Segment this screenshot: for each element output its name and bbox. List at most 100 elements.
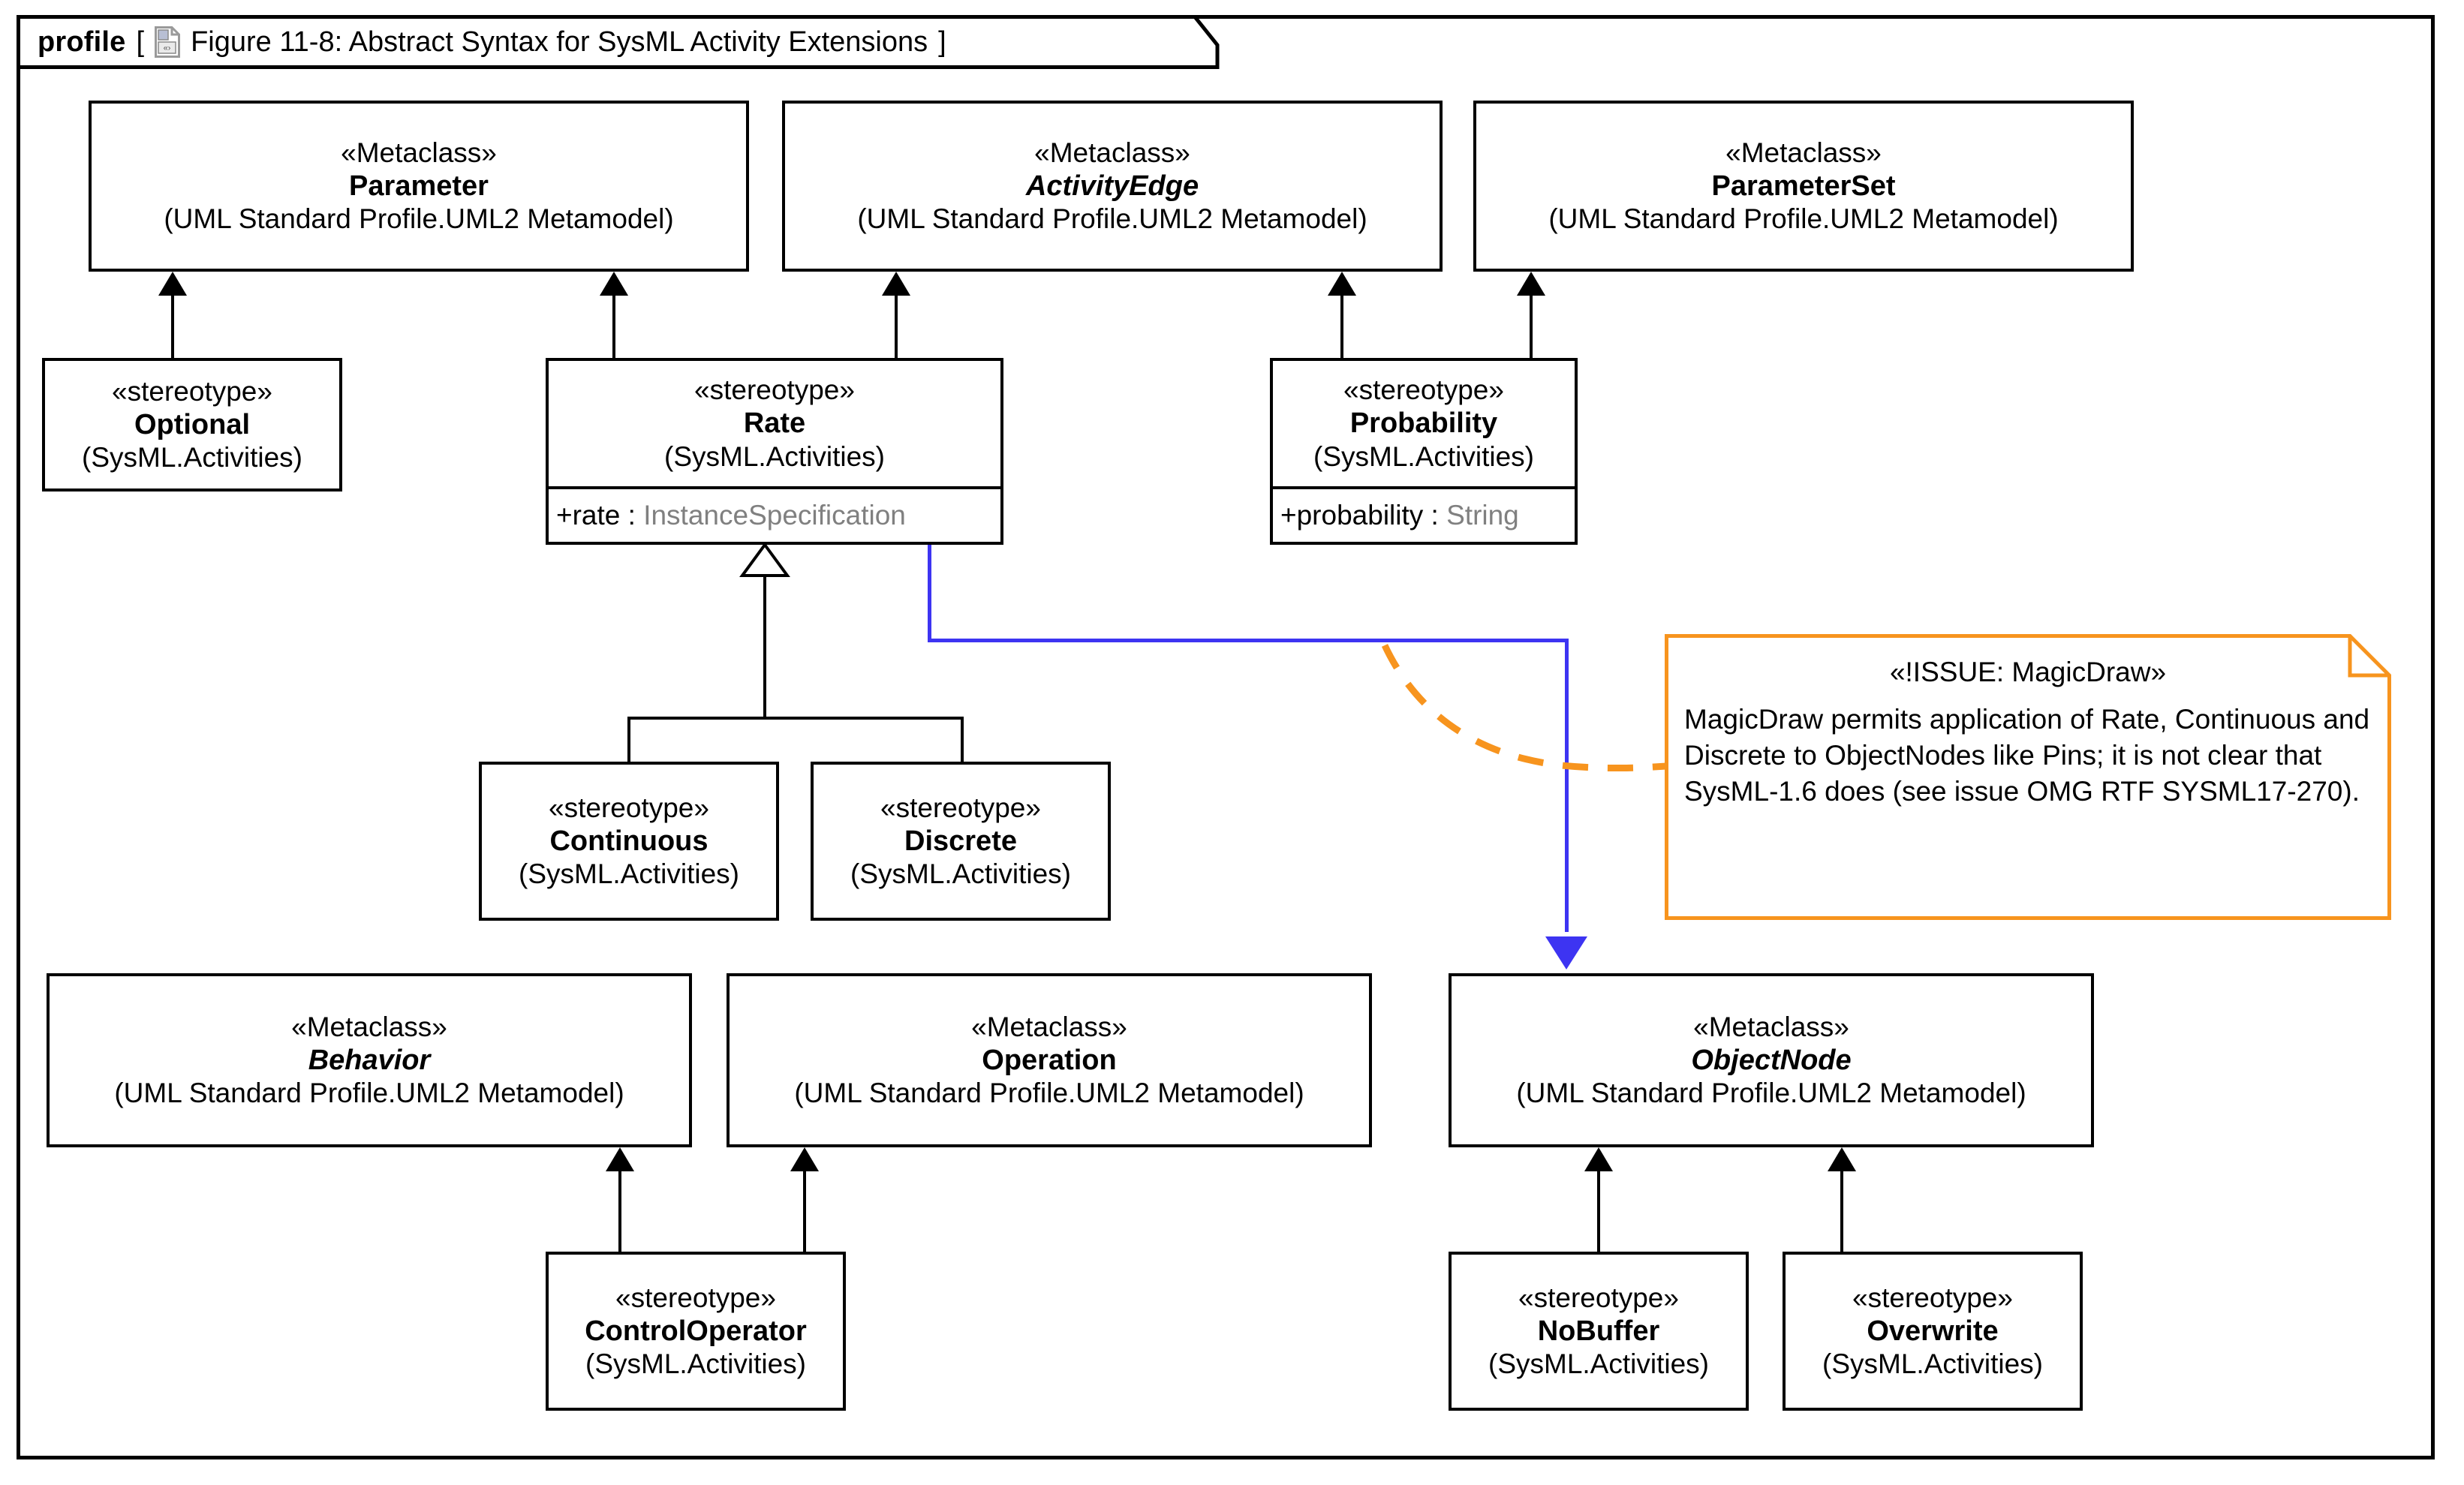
class-box-objectnode[interactable]: «Metaclass» ObjectNode (UML Standard Pro…: [1449, 973, 2094, 1147]
optional-package: (SysML.Activities): [82, 442, 302, 473]
probability-attribute-row: +probability : String: [1280, 499, 1519, 531]
arrowhead-rate-to-parameter: [600, 272, 628, 296]
connector-rate-objectnode-segment-right: [928, 639, 1569, 642]
overwrite-name-compartment: «stereotype» Overwrite (SysML.Activities…: [1786, 1255, 2080, 1408]
connector-overwrite-objectnode-line: [1840, 1171, 1843, 1253]
class-box-behavior[interactable]: «Metaclass» Behavior (UML Standard Profi…: [47, 973, 692, 1147]
note-text: MagicDraw permits application of Rate, C…: [1684, 704, 2370, 807]
class-box-nobuffer[interactable]: «stereotype» NoBuffer (SysML.Activities): [1449, 1252, 1749, 1411]
rate-name-compartment: «stereotype» Rate (SysML.Activities): [549, 361, 1000, 486]
class-box-parameter[interactable]: «Metaclass» Parameter (UML Standard Prof…: [89, 101, 749, 272]
rate-name: Rate: [743, 407, 806, 440]
frame-bracket-close: ]: [938, 26, 946, 58]
frame-tab-shape: [17, 15, 1220, 69]
optional-name-compartment: «stereotype» Optional (SysML.Activities): [45, 361, 339, 488]
parameter-name: Parameter: [349, 170, 489, 202]
operation-name: Operation: [982, 1044, 1117, 1076]
arrowhead-generalization-to-rate: [739, 543, 790, 577]
connector-optional-parameter-line: [171, 296, 174, 359]
nobuffer-package: (SysML.Activities): [1488, 1348, 1709, 1380]
class-box-rate[interactable]: «stereotype» Rate (SysML.Activities) +ra…: [546, 358, 1003, 545]
rate-attributes-compartment: +rate : InstanceSpecification: [549, 486, 1000, 542]
continuous-keyword: «stereotype»: [549, 792, 709, 823]
svg-text:«›: «›: [164, 44, 171, 53]
connector-nobuffer-objectnode-line: [1597, 1171, 1600, 1253]
connector-controloperator-operation-line: [803, 1171, 806, 1253]
optional-keyword: «stereotype»: [112, 375, 272, 407]
arrowhead-controloperator-to-operation: [790, 1147, 819, 1171]
nobuffer-name-compartment: «stereotype» NoBuffer (SysML.Activities): [1452, 1255, 1746, 1408]
behavior-name: Behavior: [308, 1044, 431, 1076]
probability-name-compartment: «stereotype» Probability (SysML.Activiti…: [1273, 361, 1575, 486]
behavior-keyword: «Metaclass»: [291, 1011, 447, 1042]
discrete-name-compartment: «stereotype» Discrete (SysML.Activities): [814, 765, 1108, 918]
probability-keyword: «stereotype»: [1343, 374, 1504, 406]
profile-frame: [17, 15, 2435, 1459]
connector-generalization-drop-discrete: [961, 717, 964, 763]
frame-kind-label: profile: [38, 26, 126, 58]
controloperator-keyword: «stereotype»: [615, 1282, 776, 1313]
class-box-parameterset[interactable]: «Metaclass» ParameterSet (UML Standard P…: [1473, 101, 2134, 272]
issue-note[interactable]: «!ISSUE: MagicDraw» MagicDraw permits ap…: [1665, 634, 2391, 920]
objectnode-name: ObjectNode: [1691, 1044, 1852, 1076]
probability-attributes-compartment: +probability : String: [1273, 486, 1575, 542]
class-box-activityedge[interactable]: «Metaclass» ActivityEdge (UML Standard P…: [782, 101, 1443, 272]
arrowhead-overwrite-to-objectnode: [1828, 1147, 1856, 1171]
class-box-optional[interactable]: «stereotype» Optional (SysML.Activities): [42, 358, 342, 491]
controloperator-name-compartment: «stereotype» ControlOperator (SysML.Acti…: [549, 1255, 843, 1408]
rate-attribute-name: +rate :: [556, 499, 644, 531]
connector-generalization-stem: [763, 575, 766, 719]
parameter-name-compartment: «Metaclass» Parameter (UML Standard Prof…: [92, 104, 746, 269]
behavior-package: (UML Standard Profile.UML2 Metamodel): [114, 1078, 624, 1109]
connector-probability-activityedge-line: [1340, 296, 1343, 359]
note-heading: «!ISSUE: MagicDraw»: [1889, 657, 2167, 687]
overwrite-keyword: «stereotype»: [1852, 1282, 2013, 1313]
overwrite-name: Overwrite: [1867, 1315, 1999, 1347]
class-box-continuous[interactable]: «stereotype» Continuous (SysML.Activitie…: [479, 762, 779, 921]
continuous-name: Continuous: [549, 825, 709, 857]
parameterset-keyword: «Metaclass»: [1725, 137, 1882, 168]
behavior-name-compartment: «Metaclass» Behavior (UML Standard Profi…: [50, 976, 689, 1144]
overwrite-package: (SysML.Activities): [1822, 1348, 2043, 1380]
nobuffer-name: NoBuffer: [1537, 1315, 1660, 1347]
connector-rate-parameter-line: [612, 296, 615, 359]
objectnode-package: (UML Standard Profile.UML2 Metamodel): [1516, 1078, 2026, 1109]
class-box-overwrite[interactable]: «stereotype» Overwrite (SysML.Activities…: [1783, 1252, 2083, 1411]
controloperator-package: (SysML.Activities): [585, 1348, 806, 1380]
connector-rate-activityedge-line: [895, 296, 898, 359]
rate-attribute-type: InstanceSpecification: [643, 499, 906, 531]
connector-rate-objectnode-segment-down2: [1565, 639, 1569, 932]
class-box-probability[interactable]: «stereotype» Probability (SysML.Activiti…: [1270, 358, 1578, 545]
rate-package: (SysML.Activities): [664, 440, 885, 472]
probability-name: Probability: [1349, 407, 1498, 440]
class-box-operation[interactable]: «Metaclass» Operation (UML Standard Prof…: [727, 973, 1372, 1147]
discrete-package: (SysML.Activities): [850, 858, 1071, 890]
class-box-discrete[interactable]: «stereotype» Discrete (SysML.Activities): [811, 762, 1111, 921]
note-shape: [1665, 634, 2391, 920]
parameterset-name-compartment: «Metaclass» ParameterSet (UML Standard P…: [1476, 104, 2131, 269]
parameter-package: (UML Standard Profile.UML2 Metamodel): [164, 203, 674, 235]
arrowhead-rate-to-objectnode: [1545, 936, 1587, 969]
arrowhead-optional-to-parameter: [158, 272, 187, 296]
class-box-controloperator[interactable]: «stereotype» ControlOperator (SysML.Acti…: [546, 1252, 846, 1411]
frame-header-tab: profile [ «› Figure 11-8: Abstract Synta…: [17, 15, 1220, 69]
continuous-name-compartment: «stereotype» Continuous (SysML.Activitie…: [482, 765, 776, 918]
connector-rate-objectnode-segment-down1: [928, 545, 931, 642]
arrowhead-probability-to-activityedge: [1328, 272, 1356, 296]
probability-package: (SysML.Activities): [1313, 440, 1534, 472]
rate-attribute-row: +rate : InstanceSpecification: [556, 499, 906, 531]
operation-keyword: «Metaclass»: [971, 1011, 1127, 1042]
probability-attribute-type: String: [1446, 499, 1519, 531]
activityedge-keyword: «Metaclass»: [1034, 137, 1190, 168]
parameterset-name: ParameterSet: [1711, 170, 1896, 202]
activityedge-package: (UML Standard Profile.UML2 Metamodel): [857, 203, 1367, 235]
probability-attribute-name: +probability :: [1280, 499, 1447, 531]
controloperator-name: ControlOperator: [585, 1315, 807, 1347]
activityedge-name-compartment: «Metaclass» ActivityEdge (UML Standard P…: [785, 104, 1440, 269]
nobuffer-keyword: «stereotype»: [1518, 1282, 1679, 1313]
connector-probability-parameterset-line: [1530, 296, 1533, 359]
arrowhead-nobuffer-to-objectnode: [1584, 1147, 1613, 1171]
connector-generalization-drop-continuous: [627, 717, 630, 763]
operation-name-compartment: «Metaclass» Operation (UML Standard Prof…: [730, 976, 1369, 1144]
frame-bracket-open: [: [136, 26, 145, 58]
